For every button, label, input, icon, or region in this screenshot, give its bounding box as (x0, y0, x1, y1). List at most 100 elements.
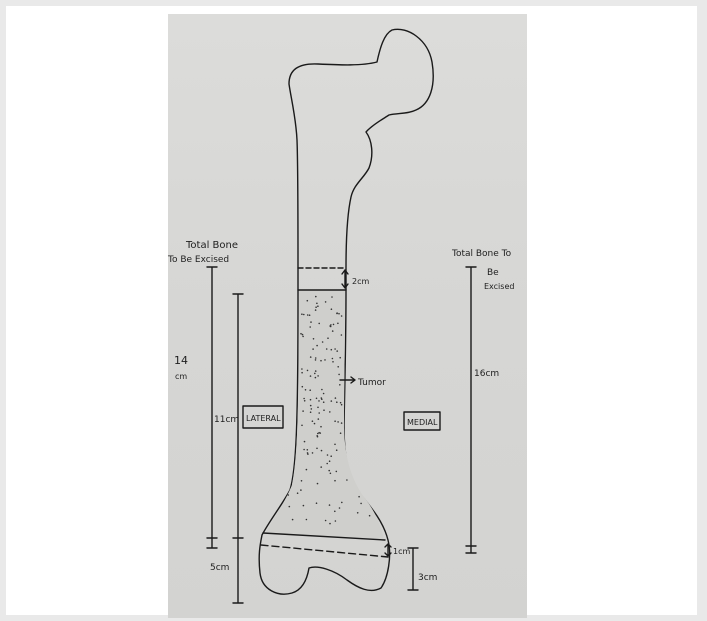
stipple-dot (317, 407, 319, 409)
lateral-total-title-1: Total Bone (185, 240, 238, 251)
stipple-dot (360, 503, 362, 505)
stipple-dot (337, 323, 339, 325)
stipple-dot (341, 334, 343, 336)
stipple-dot (331, 296, 333, 298)
stipple-dot (338, 374, 340, 376)
lateral-total-unit: cm (175, 372, 187, 381)
stipple-dot (320, 466, 322, 468)
distal-segment-label: 5cm (210, 563, 229, 573)
stipple-dot (312, 420, 314, 422)
medial-total-title-2: Be (487, 268, 499, 278)
stipple-dot (316, 435, 318, 437)
stipple-dot (303, 449, 305, 451)
medial-total-title-3: Excised (484, 282, 514, 291)
stipple-dot (318, 323, 320, 325)
stipple-dot (336, 471, 338, 473)
stipple-dot (332, 330, 334, 332)
stipple-dot (340, 432, 342, 434)
condyle-segment-label: 3cm (418, 573, 437, 583)
stipple-dot (333, 324, 335, 326)
stipple-dot (340, 402, 342, 404)
stipple-dot (336, 312, 338, 314)
stipple-dot (307, 314, 309, 316)
stipple-dot (339, 384, 341, 386)
stipple-dot (331, 349, 333, 351)
stipple-dot (323, 401, 325, 403)
stipple-dot (301, 313, 303, 315)
stipple-dot (323, 393, 325, 395)
stipple-dot (312, 452, 314, 454)
stipple-dot (306, 469, 308, 471)
stipple-dot (301, 425, 303, 427)
tumor-length-label: 11cm (214, 415, 239, 425)
lateral-total-bar (207, 267, 217, 548)
stipple-dot (334, 444, 336, 446)
stipple-dot (332, 358, 334, 360)
stipple-dot (339, 507, 341, 509)
medial-label: MEDIAL (407, 418, 438, 427)
stipple-dot (315, 309, 317, 311)
stipple-dot (315, 377, 317, 379)
stipple-dot (336, 401, 338, 403)
stipple-dot (288, 494, 290, 496)
stipple-dot (309, 326, 311, 328)
stipple-dot (297, 492, 299, 494)
stipple-dot (307, 449, 309, 451)
stipple-dot (321, 450, 323, 452)
stipple-dot (337, 366, 339, 368)
lateral-segment-bar (233, 294, 243, 603)
stipple-dot (316, 502, 318, 504)
stipple-dot (310, 321, 312, 323)
stipple-dot (316, 345, 318, 347)
stipple-dot (369, 515, 371, 517)
stipple-dot (305, 389, 307, 391)
stipple-dot (300, 333, 302, 335)
stipple-dot (341, 315, 343, 317)
stipple-dot (331, 400, 333, 402)
stipple-dot (341, 502, 343, 504)
distal-resection-line (261, 545, 388, 557)
stipple-dot (321, 397, 323, 399)
medial-total-value: 16cm (474, 369, 499, 379)
stipple-dot (310, 411, 312, 413)
stipple-dot (317, 305, 319, 307)
stipple-dot (337, 421, 339, 423)
stipple-dot (331, 308, 333, 310)
stipple-dot (310, 356, 312, 358)
distal-margin-label: 1cm (393, 547, 410, 556)
stipple-dot (320, 426, 322, 428)
stipple-dot (329, 411, 331, 413)
stipple-dot (332, 361, 334, 363)
tumor-label: Tumor (357, 378, 386, 388)
stipple-dot (303, 314, 305, 316)
stipple-dot (302, 410, 304, 412)
stipple-dot (321, 389, 323, 391)
stipple-dot (301, 372, 303, 374)
stipple-dot (335, 397, 337, 399)
stipple-dot (329, 325, 331, 327)
stipple-dot (314, 373, 316, 375)
stipple-dot (324, 359, 326, 361)
stipple-dot (317, 375, 319, 377)
stipple-dot (323, 409, 325, 411)
stipple-dot (330, 473, 332, 475)
stipple-dot (315, 370, 317, 372)
lateral-total-title-2: To Be Excised (167, 255, 229, 265)
stipple-dot (325, 301, 327, 303)
stipple-dot (341, 422, 343, 424)
stipple-dot (304, 400, 306, 402)
stipple-dot (304, 441, 306, 443)
stipple-dot (311, 408, 313, 410)
stipple-dot (315, 306, 317, 308)
stipple-dot (315, 296, 317, 298)
stipple-dot (309, 389, 311, 391)
stipple-dot (301, 480, 303, 482)
proximal-margin-arrow (342, 270, 348, 288)
stipple-dot (318, 412, 320, 414)
stipple-dot (329, 504, 331, 506)
stipple-dot (316, 398, 318, 400)
stipple-dot (334, 480, 336, 482)
stipple-dot (328, 470, 330, 472)
stipple-dot (312, 348, 314, 350)
stipple-dot (307, 370, 309, 372)
